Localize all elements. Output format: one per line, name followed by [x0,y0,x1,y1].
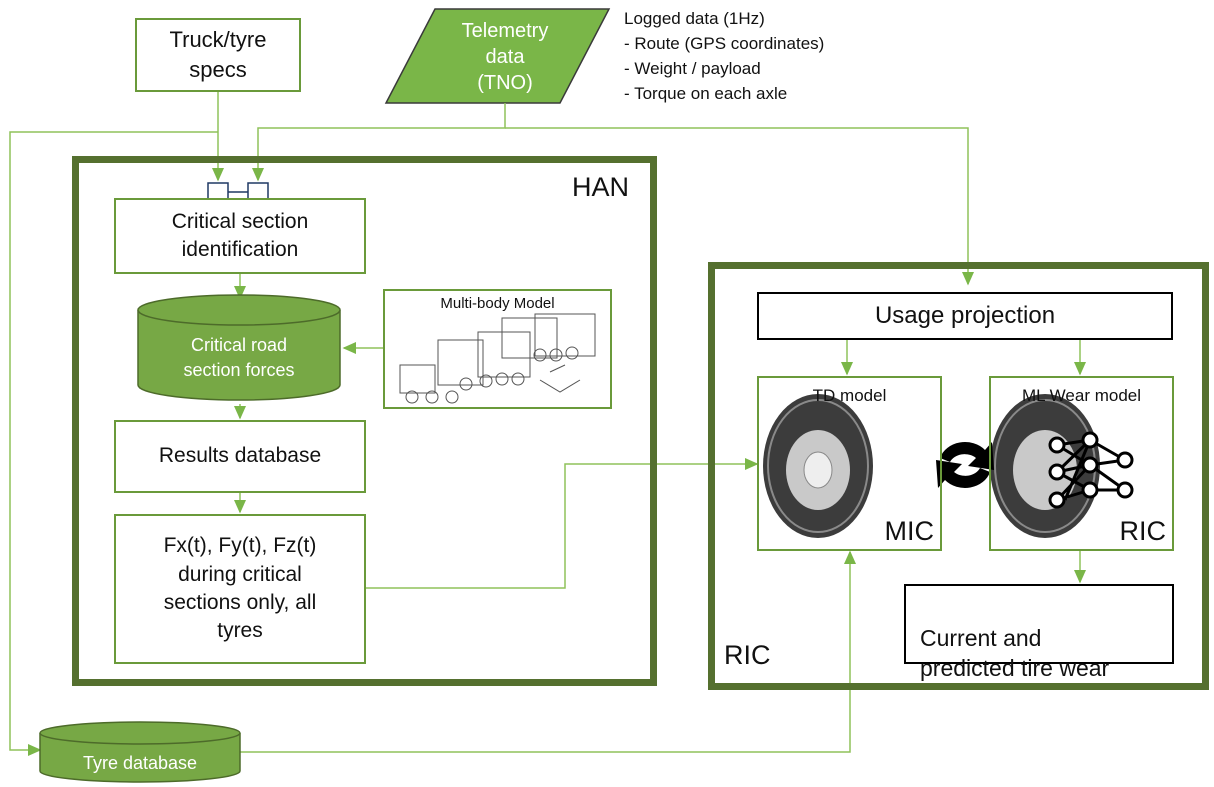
critical-section-label: Critical section identification [171,209,309,261]
telemetry-to-usage-line [505,127,974,286]
results-database-box: Results database [114,420,366,493]
forces-cylinder [137,294,341,401]
specs-to-tyre-db-line [9,131,218,756]
forces-output-label: Fx(t), Fy(t), Fz(t) during critical sect… [163,534,317,643]
ml-model-box: ML Wear model RIC [989,376,1174,551]
tyre-db-to-td-line [240,550,856,753]
han-frame [72,156,657,686]
td-model-title: TD model [812,386,887,405]
han-to-td-line [365,458,759,589]
tyre-database-label-wrap: Tyre database [40,746,240,780]
neural-network-icon [1048,431,1134,509]
tyre-database-label: Tyre database [82,752,198,773]
logged-data-notes: Logged data (1Hz) - Route (GPS coordinat… [624,6,884,106]
ric-label: RIC [724,640,771,670]
td-model-tag: MIC [884,516,935,546]
logged-note-line: - Weight / payload [624,59,761,78]
telemetry-shape [384,8,611,104]
wear-output-box: Current and predicted tire wear [904,584,1174,681]
critical-section-box: Critical section identification [114,198,366,274]
multibody-sketch [399,313,596,404]
results-database-label: Results database [158,444,322,468]
tyre-db-cylinder [39,721,241,783]
telemetry-label: Telemetry data (TNO) [461,20,549,94]
td-model-box: TD model MIC [757,376,942,551]
logged-note-line: Logged data (1Hz) [624,9,765,28]
multibody-title: Multi-body Model [440,295,555,312]
usage-projection-box: Usage projection [757,292,1173,340]
wear-output-label: Current and predicted tire wear [920,624,1110,681]
forces-db-label-wrap: Critical road section forces [138,328,340,388]
truck-specs-label: Truck/tyre specs [169,27,267,82]
sync-icon [936,442,994,488]
telemetry-to-critical-line [252,103,506,182]
logged-note-line: - Torque on each axle [624,84,788,103]
td-tyre-illustration [763,394,873,538]
ml-tyre-illustration [990,394,1100,538]
logged-note-line: - Route (GPS coordinates) [624,34,825,53]
usage-projection-label: Usage projection [874,301,1056,329]
forces-output-box: Fx(t), Fy(t), Fz(t) during critical sect… [114,514,366,664]
ml-model-tag: RIC [1119,516,1167,546]
truck-specs-box: Truck/tyre specs [135,18,301,92]
ric-frame [708,262,1209,690]
telemetry-label-wrap: Telemetry data (TNO) [420,14,590,100]
han-label: HAN [572,172,630,202]
ml-model-title: ML Wear model [1021,386,1142,405]
multibody-box: Multi-body Model [383,289,612,409]
forces-db-label: Critical road section forces [183,334,295,380]
